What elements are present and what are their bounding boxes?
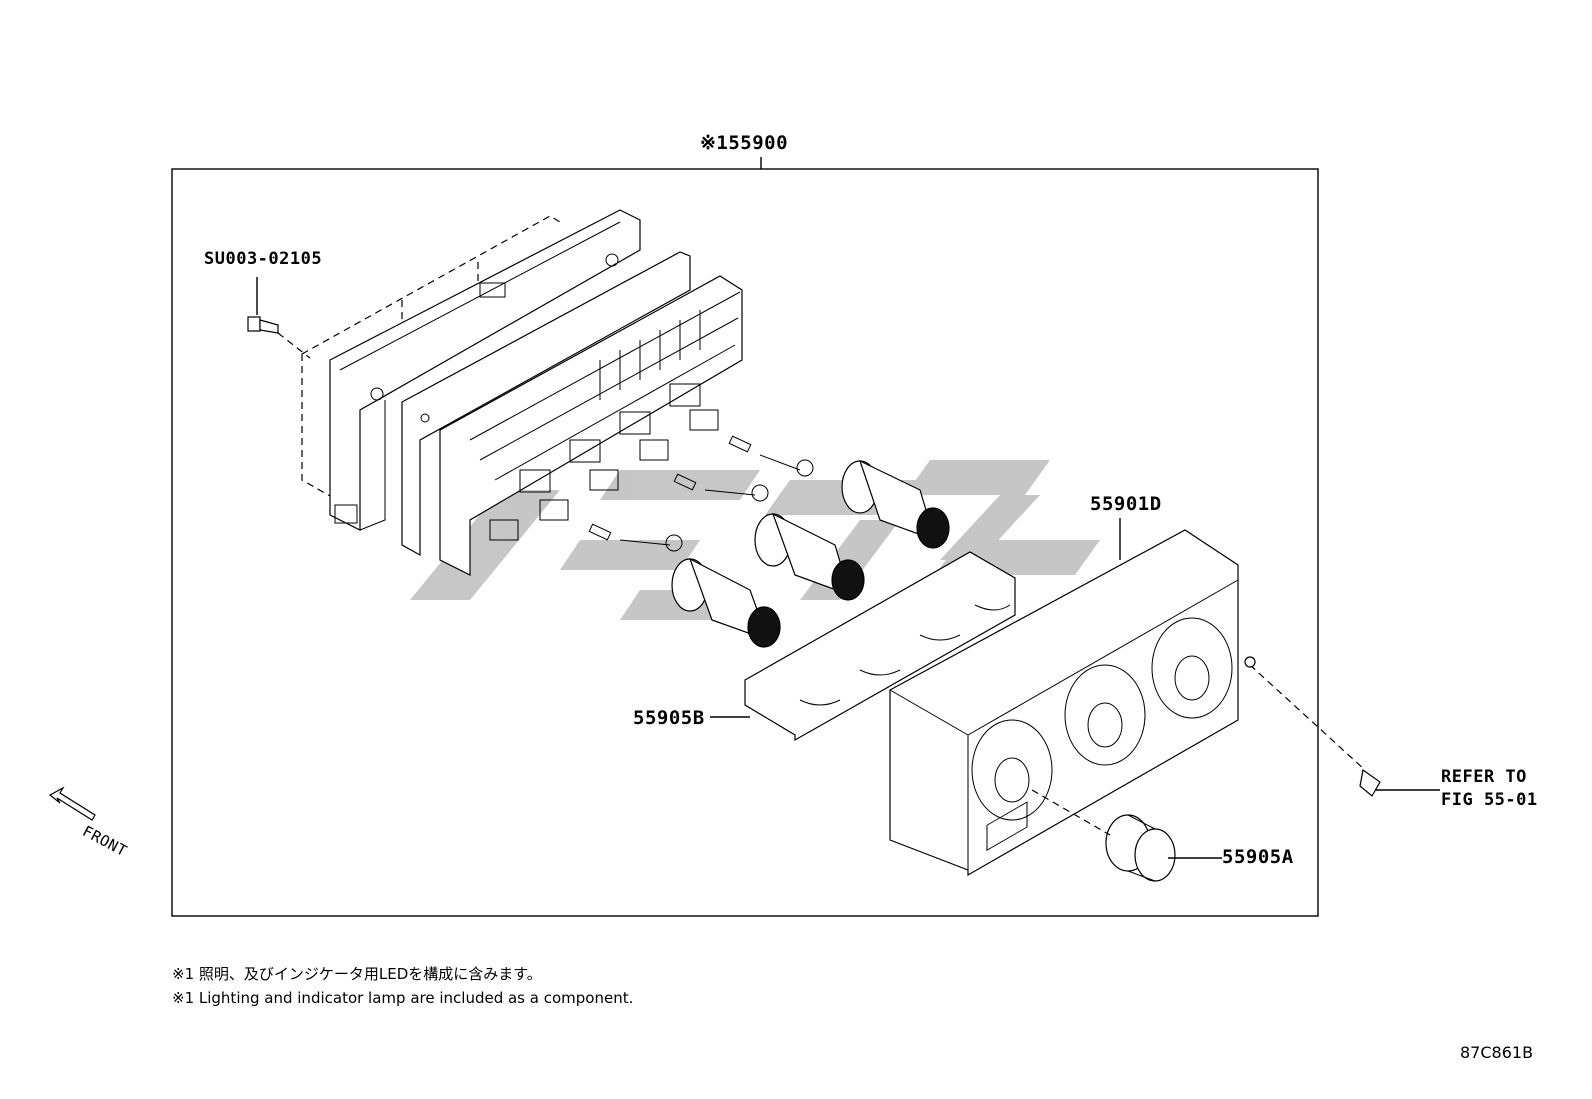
rotary-switch [841,459,950,549]
front-arrow-icon [48,786,96,821]
switch-block [439,275,743,576]
note-english: ※1 Lighting and indicator lamp are inclu… [172,989,634,1007]
circuit-board [401,251,691,557]
rotary-switches [671,459,950,648]
rotary-switch [671,557,781,648]
front-panel-55901d [889,529,1239,877]
label-knob: 55905A [1222,846,1294,868]
rear-housing [301,209,641,531]
bracket-55905b [744,551,1016,742]
note-japanese: ※1 照明、及びインジケータ用LEDを構成に含みます。 [172,965,542,983]
label-panel: 55901D [1090,493,1162,515]
label-refer-2: FIG 55-01 [1441,790,1538,810]
knob-55905a [1105,814,1176,882]
label-assembly: ※155900 [700,132,789,154]
screw-su003 [247,277,311,359]
label-screw: SU003-02105 [204,249,323,269]
rotary-switch [754,512,865,601]
side-screw [1244,656,1440,797]
lamp-bulb [588,523,683,552]
label-bracket: 55905B [633,707,705,729]
figure-code: 87C861B [1460,1043,1534,1062]
knob-guide [1031,789,1111,836]
lamp-bulb [673,473,769,502]
lamp-bulbs [588,435,814,552]
lamp-bulb [728,435,814,477]
assembly-frame [171,168,1319,917]
label-refer-1: REFER TO [1441,767,1527,787]
